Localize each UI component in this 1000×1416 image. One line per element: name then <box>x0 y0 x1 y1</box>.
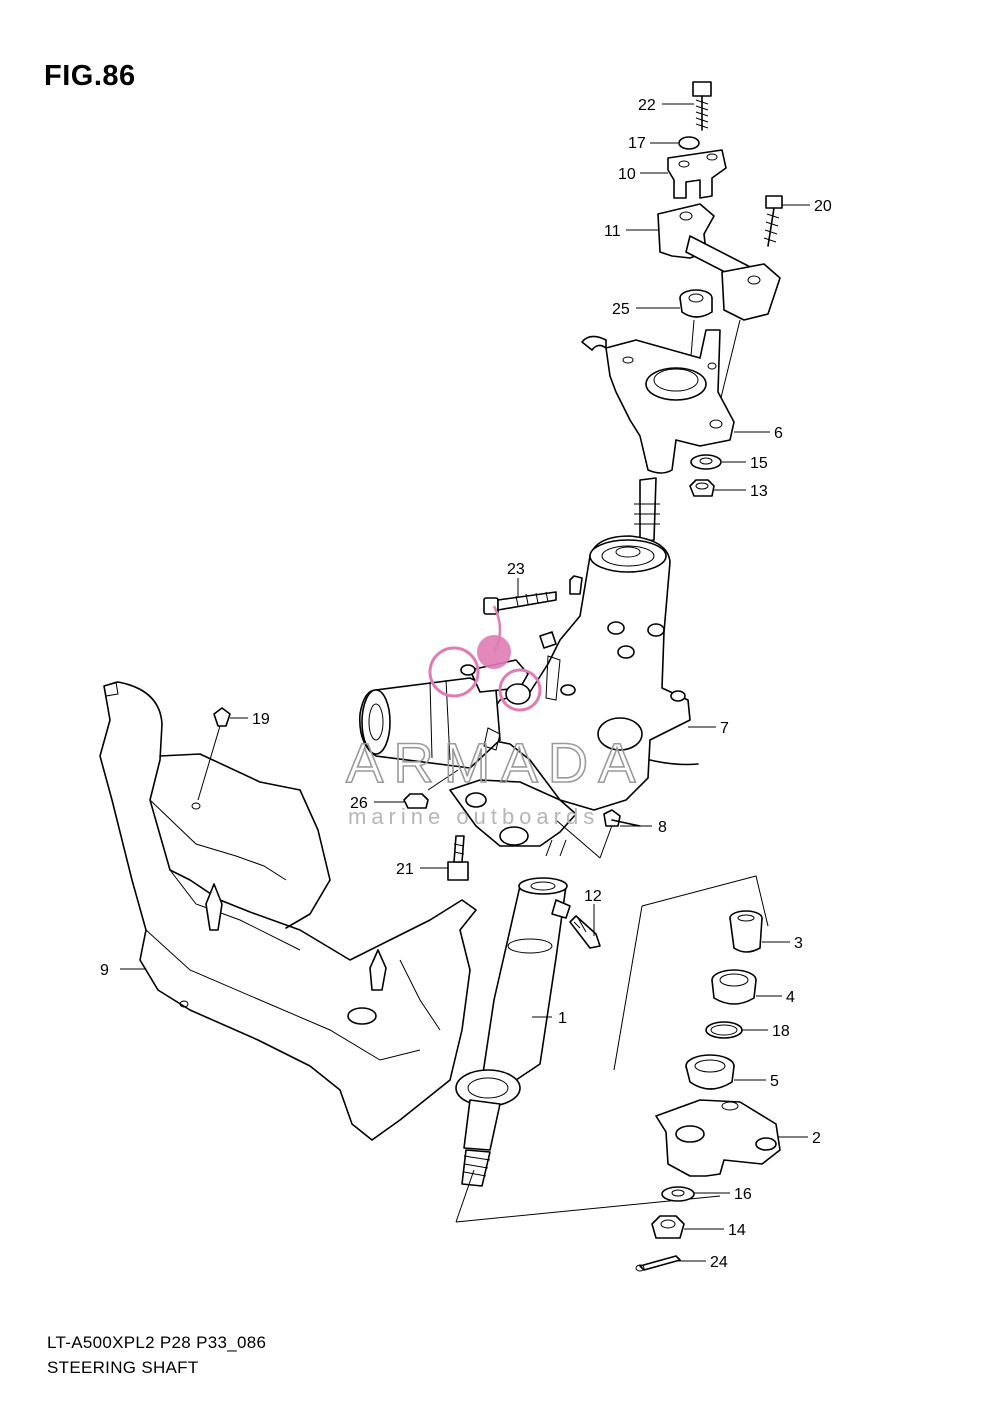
watermark-brand: ARMADA <box>346 731 646 794</box>
callout-26: 26 <box>350 795 368 812</box>
watermark-tagline: marine outboards <box>348 804 599 829</box>
callout-2: 2 <box>812 1130 821 1147</box>
seal-5-part <box>685 1054 735 1090</box>
clip-19-part <box>191 707 231 810</box>
washer-17-part <box>678 136 700 150</box>
steering-shaft-holder-6-part <box>581 329 735 474</box>
cotter-pin-24-part <box>635 1255 681 1272</box>
nut-14-part <box>651 1215 685 1239</box>
handlebar-clamp-upper-10-part <box>667 149 727 199</box>
bolt-20-part <box>763 195 783 247</box>
bolt-22-part <box>692 81 712 131</box>
seal-4-part <box>711 969 757 1005</box>
figure-title: FIG.86 <box>44 60 136 92</box>
callout-15: 15 <box>750 455 768 472</box>
callout-10: 10 <box>618 166 636 183</box>
callout-12: 12 <box>584 888 602 905</box>
bush-3-part <box>729 910 763 953</box>
handlebar-clamp-lower-11-part <box>657 203 781 321</box>
bolt-21-part <box>447 835 469 881</box>
o-ring-18-part <box>705 1021 743 1039</box>
callout-25: 25 <box>612 301 630 318</box>
callout-24: 24 <box>710 1254 728 1271</box>
watermark-logo <box>428 605 542 712</box>
diagram-caption: STEERING SHAFT <box>47 1358 199 1377</box>
nut-13-part <box>689 479 715 497</box>
callout-5: 5 <box>770 1073 779 1090</box>
bolt-12-part <box>569 915 601 949</box>
callout-9: 9 <box>100 962 109 979</box>
callout-14: 14 <box>728 1222 746 1239</box>
callout-22: 22 <box>638 97 656 114</box>
callout-4: 4 <box>786 989 795 1006</box>
callout-16: 16 <box>734 1186 752 1203</box>
bolt-8-part <box>603 809 641 827</box>
callout-1: 1 <box>558 1010 567 1027</box>
washer-15-part <box>690 454 722 470</box>
callout-7: 7 <box>720 720 729 737</box>
power-steering-unit-7-part <box>359 477 699 847</box>
steering-shaft-1-part <box>455 877 571 1187</box>
washer-16-part <box>661 1186 695 1202</box>
callout-3: 3 <box>794 935 803 952</box>
callout-23: 23 <box>507 561 525 578</box>
callout-20: 20 <box>814 198 832 215</box>
callout-6: 6 <box>774 425 783 442</box>
steering-arm-2-part <box>655 1099 781 1177</box>
bush-25-part <box>679 289 713 318</box>
callout-11: 11 <box>604 223 621 240</box>
callout-leaders <box>120 103 810 1262</box>
steering-cover-9-part <box>99 681 477 1141</box>
nut-26-part <box>403 793 429 809</box>
callout-18: 18 <box>772 1023 790 1040</box>
callout-13: 13 <box>750 483 768 500</box>
callout-8: 8 <box>658 819 667 836</box>
model-code: LT-A500XPL2 P28 P33_086 <box>47 1333 267 1352</box>
callout-17: 17 <box>628 135 646 152</box>
callout-21: 21 <box>396 861 414 878</box>
callout-19: 19 <box>252 711 270 728</box>
